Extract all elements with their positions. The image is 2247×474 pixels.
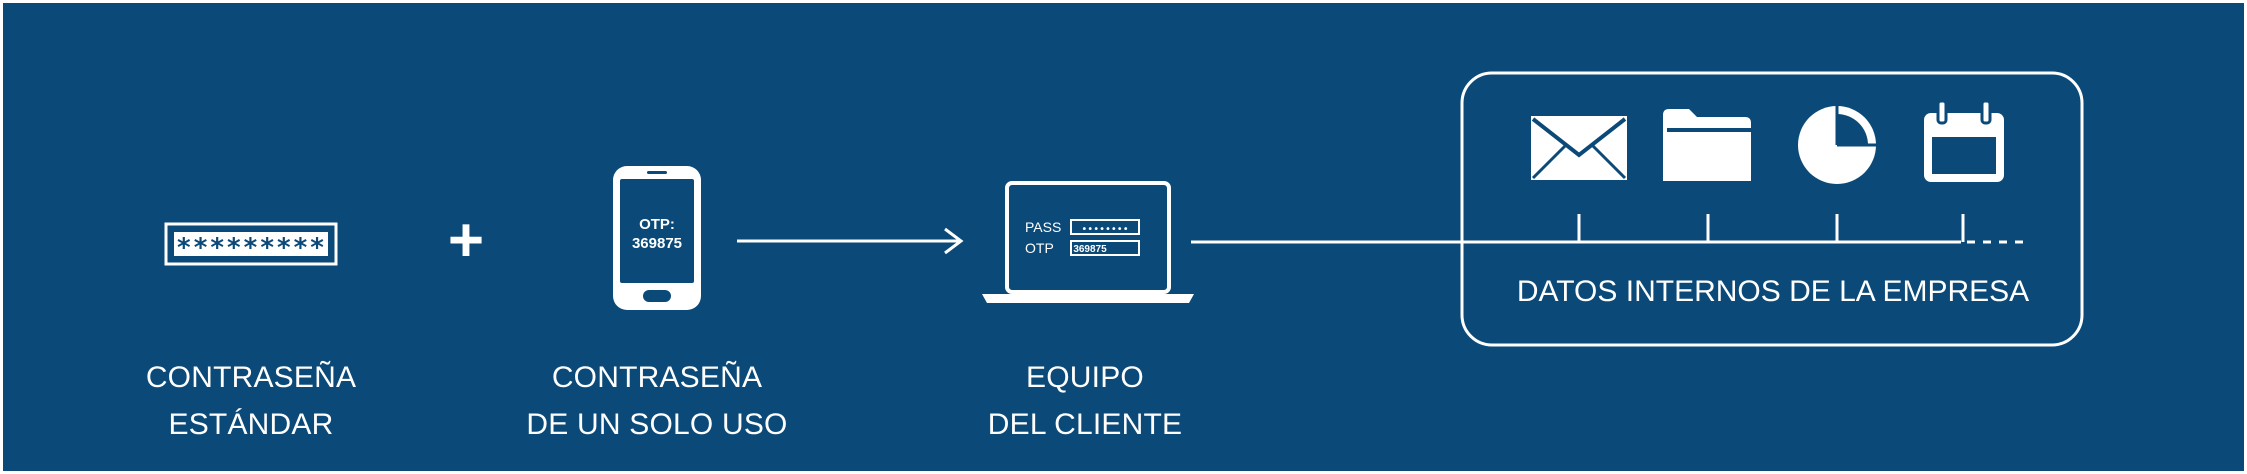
client-device-caption-line1: EQUIPO bbox=[1026, 361, 1144, 394]
pie-chart-icon bbox=[1798, 104, 1878, 184]
password-mask: ********* bbox=[176, 233, 326, 263]
internal-data-box bbox=[1460, 71, 2084, 347]
plus-icon: + bbox=[448, 206, 484, 275]
otp-screen-title: OTP: bbox=[639, 216, 675, 233]
arrow-icon bbox=[737, 227, 964, 255]
otp-caption: CONTRASEÑA DE UN SOLO USO bbox=[497, 354, 817, 448]
pass-mask: •••••••• bbox=[1081, 224, 1128, 235]
client-device-caption: EQUIPO DEL CLIENTE bbox=[925, 354, 1245, 448]
otp-screen-code: 369875 bbox=[632, 235, 682, 252]
folder-icon bbox=[1663, 109, 1751, 181]
smartphone-icon: OTP: 369875 bbox=[613, 166, 701, 310]
calendar-icon bbox=[1924, 99, 2004, 182]
password-field-icon: ********* bbox=[164, 222, 338, 266]
client-device-caption-line2: DEL CLIENTE bbox=[987, 408, 1183, 441]
diagram-artwork: ********* + OTP: 369875 PASS •••••••• OT… bbox=[164, 71, 2084, 347]
laptop-icon: PASS •••••••• OTP 369875 bbox=[982, 181, 1194, 303]
mail-icon bbox=[1531, 116, 1627, 180]
branch-ticks bbox=[1577, 214, 1965, 242]
internal-data-label: DATOS INTERNOS DE LA EMPRESA bbox=[1517, 275, 2029, 308]
password-caption-line2: ESTÁNDAR bbox=[168, 408, 334, 441]
pass-label: PASS bbox=[1025, 219, 1061, 235]
otp-field-value: 369875 bbox=[1073, 244, 1107, 255]
otp-label: OTP bbox=[1025, 240, 1054, 256]
otp-caption-line1: CONTRASEÑA bbox=[551, 361, 763, 394]
password-caption-line1: CONTRASEÑA bbox=[145, 361, 357, 394]
password-caption: CONTRASEÑA ESTÁNDAR bbox=[91, 354, 411, 448]
diagram-canvas: ********* + OTP: 369875 PASS •••••••• OT… bbox=[3, 3, 2244, 471]
otp-caption-line2: DE UN SOLO USO bbox=[526, 408, 788, 441]
